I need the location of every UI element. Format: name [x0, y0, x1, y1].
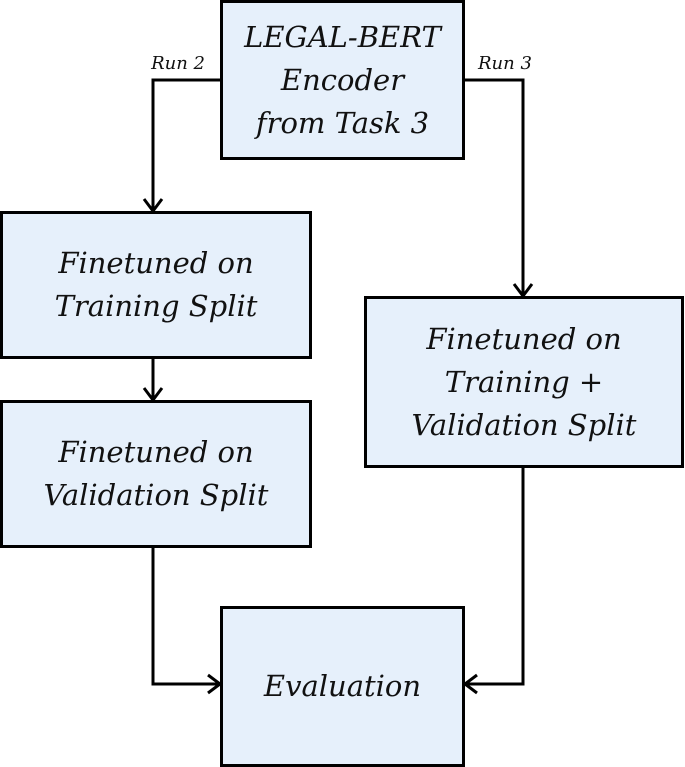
edge-label-run3: Run 3 — [477, 53, 532, 74]
edge-trainval-to-eval — [467, 468, 525, 686]
edge-run2 — [151, 78, 220, 209]
node-legal-bert-encoder: LEGAL-BERT Encoder from Task 3 — [220, 0, 465, 160]
edge-run3 — [465, 78, 525, 294]
node-text-line: Evaluation — [263, 669, 422, 703]
node-finetuned-training-split: Finetuned on Training Split — [0, 211, 312, 359]
node-text-line: Training + — [444, 364, 604, 399]
node-finetuned-validation-split: Finetuned on Validation Split — [0, 400, 312, 548]
node-text-line: Validation Split — [411, 407, 637, 442]
node-text-line: from Task 3 — [255, 105, 430, 140]
node-text-line: Finetuned on — [58, 246, 254, 280]
node-finetuned-training-validation-split: Finetuned on Training + Validation Split — [364, 296, 684, 468]
arrowhead-trainval-to-eval — [462, 673, 478, 695]
node-text-line: Finetuned on — [426, 321, 622, 356]
node-text-line: Training Split — [54, 289, 258, 323]
node-text-line: Validation Split — [43, 478, 269, 512]
node-text-line: LEGAL-BERT — [244, 19, 441, 54]
node-evaluation: Evaluation — [220, 606, 465, 767]
node-text-line: Encoder — [280, 62, 405, 97]
node-text-line: Finetuned on — [58, 435, 254, 469]
edge-val-to-eval — [151, 548, 218, 686]
edge-label-run2: Run 2 — [150, 53, 205, 74]
